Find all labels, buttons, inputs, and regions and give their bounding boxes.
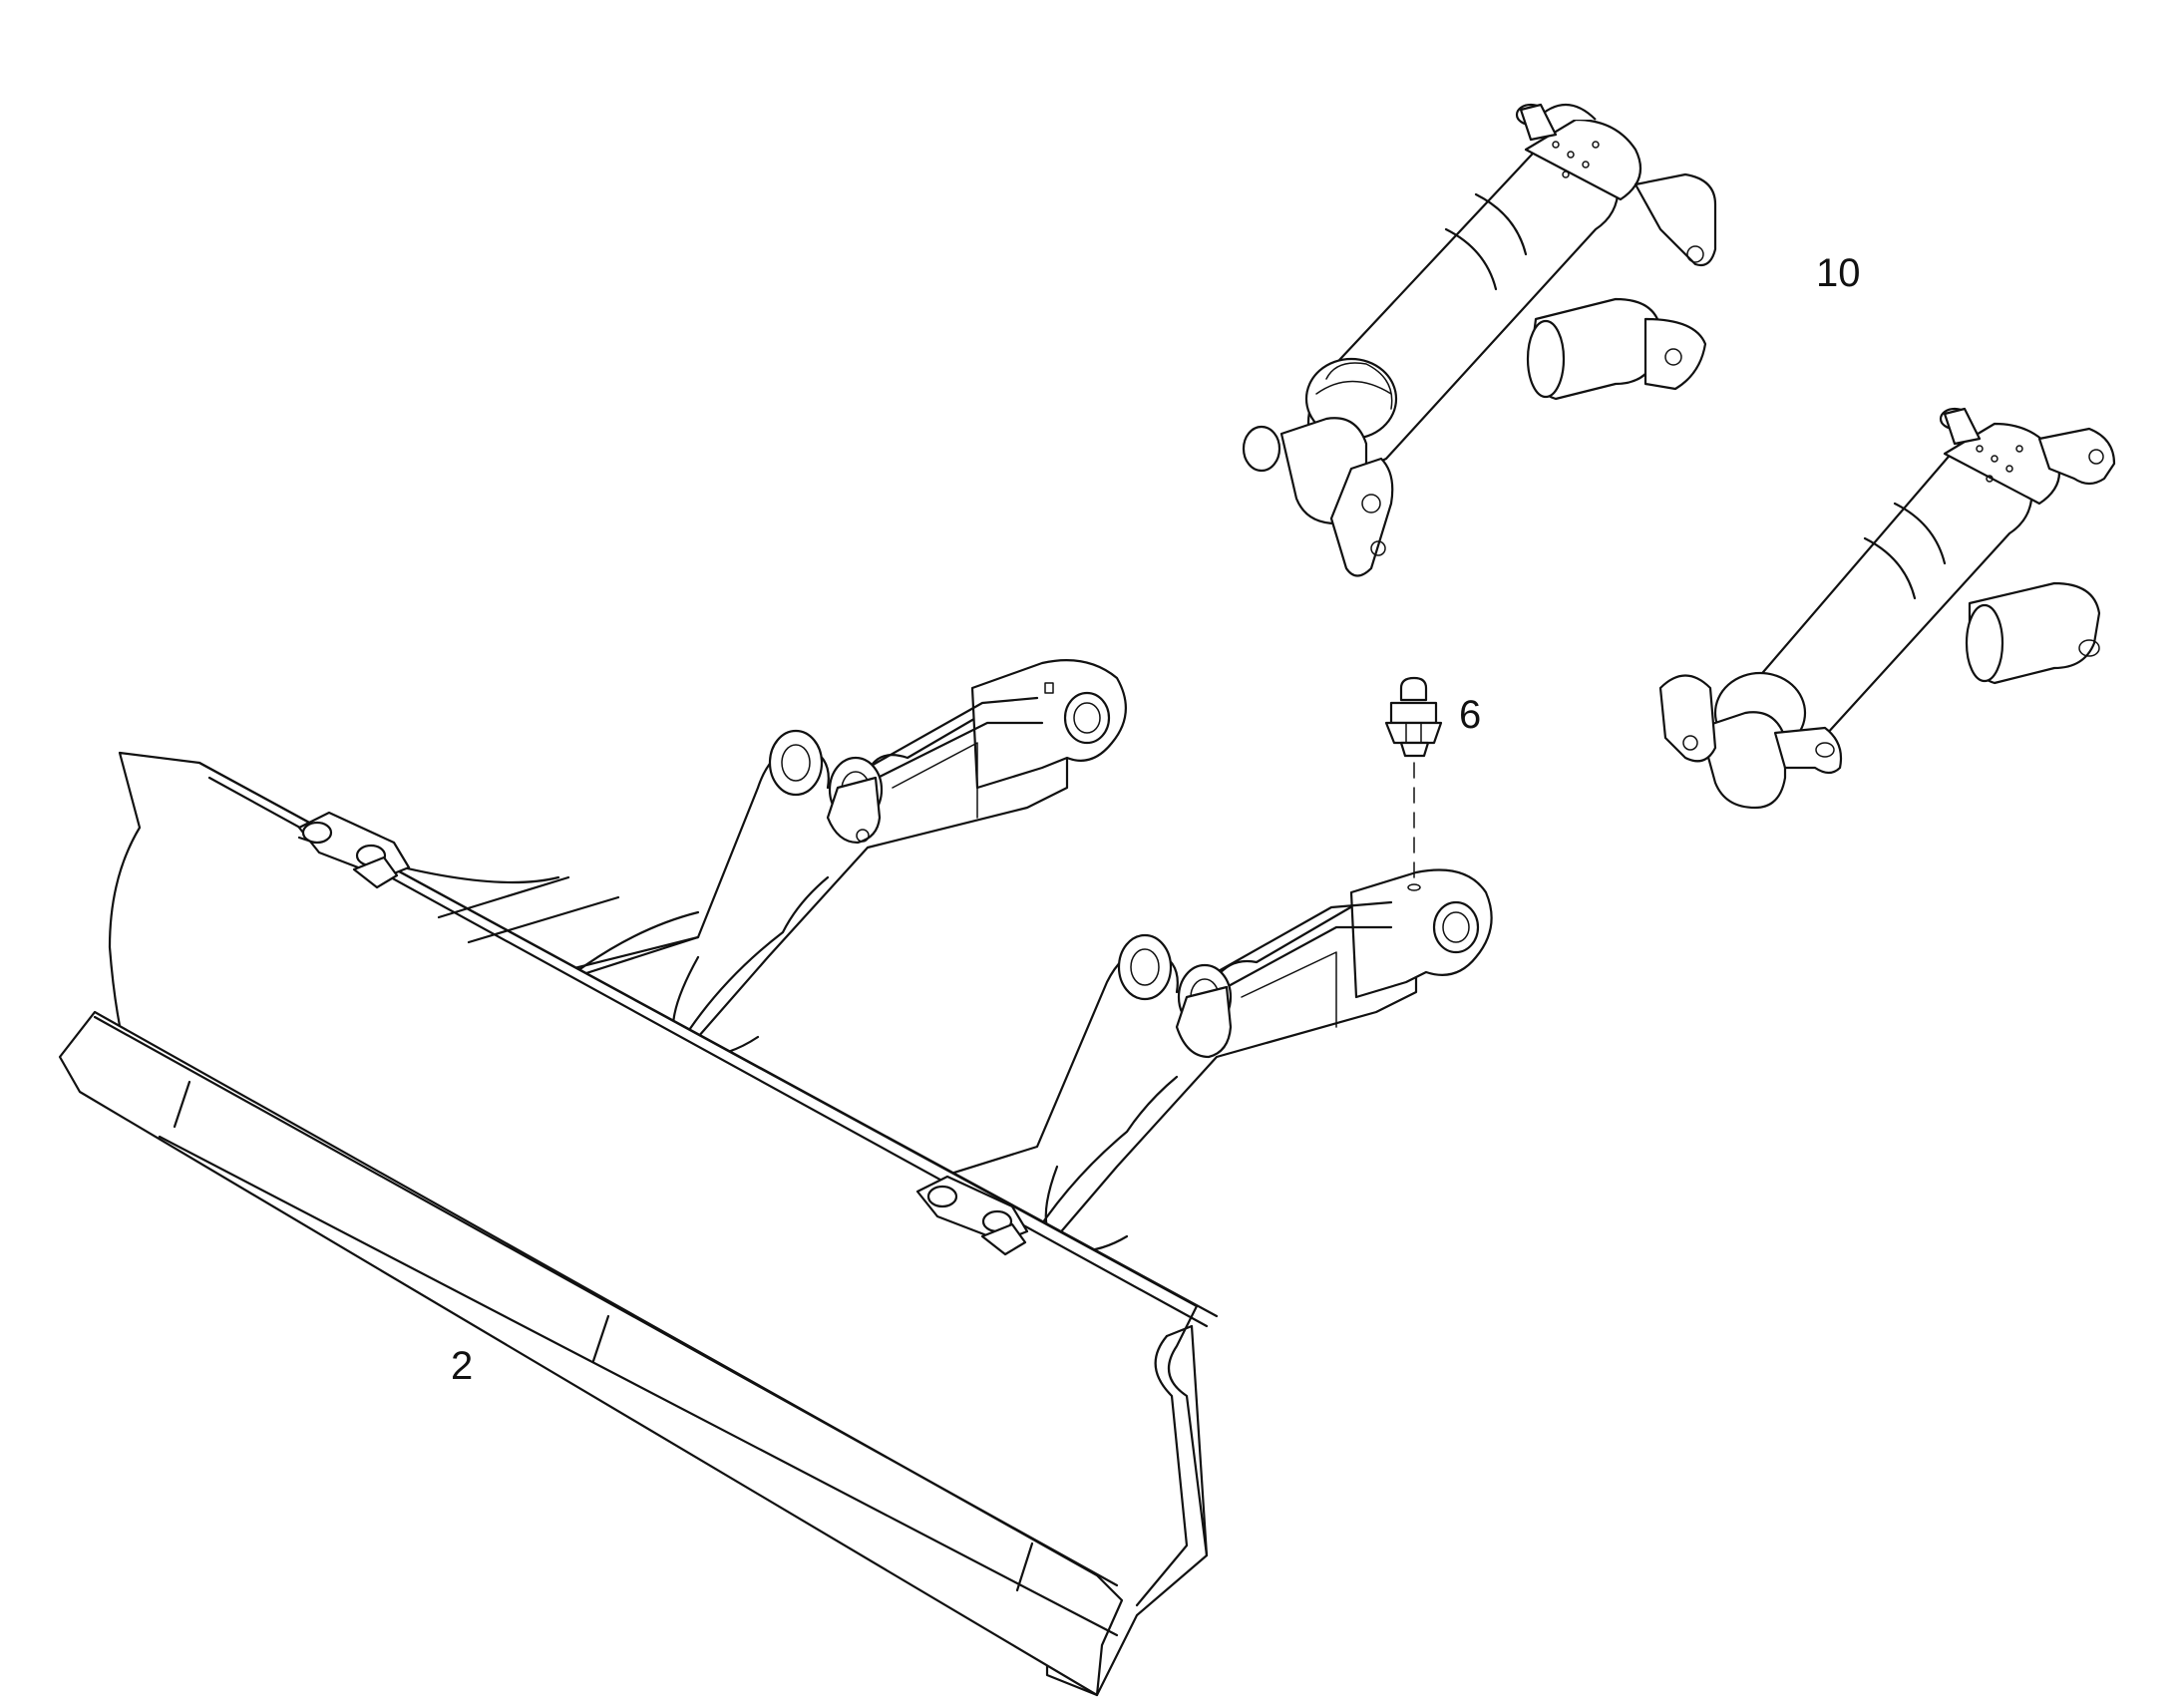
callout-2: 2 bbox=[451, 1344, 474, 1388]
cylinder-upper-bolts bbox=[1552, 141, 1600, 178]
blade-pins-left bbox=[297, 811, 411, 889]
cylinder-lower-bolts bbox=[1976, 445, 2023, 483]
grease-fitting bbox=[1384, 676, 1443, 878]
push-arm-lower bbox=[876, 868, 1493, 1253]
callout-10: 10 bbox=[1816, 251, 1861, 295]
callout-6: 6 bbox=[1459, 693, 1482, 737]
blade-pins-right bbox=[915, 1175, 1029, 1256]
dozer-blade-assembly bbox=[58, 659, 1493, 1697]
hydraulic-cylinder-upper bbox=[1242, 103, 1717, 577]
hydraulic-cylinder-lower bbox=[1658, 407, 2116, 810]
blade-moldboard bbox=[58, 751, 1219, 1697]
push-arm-upper bbox=[537, 659, 1127, 1059]
